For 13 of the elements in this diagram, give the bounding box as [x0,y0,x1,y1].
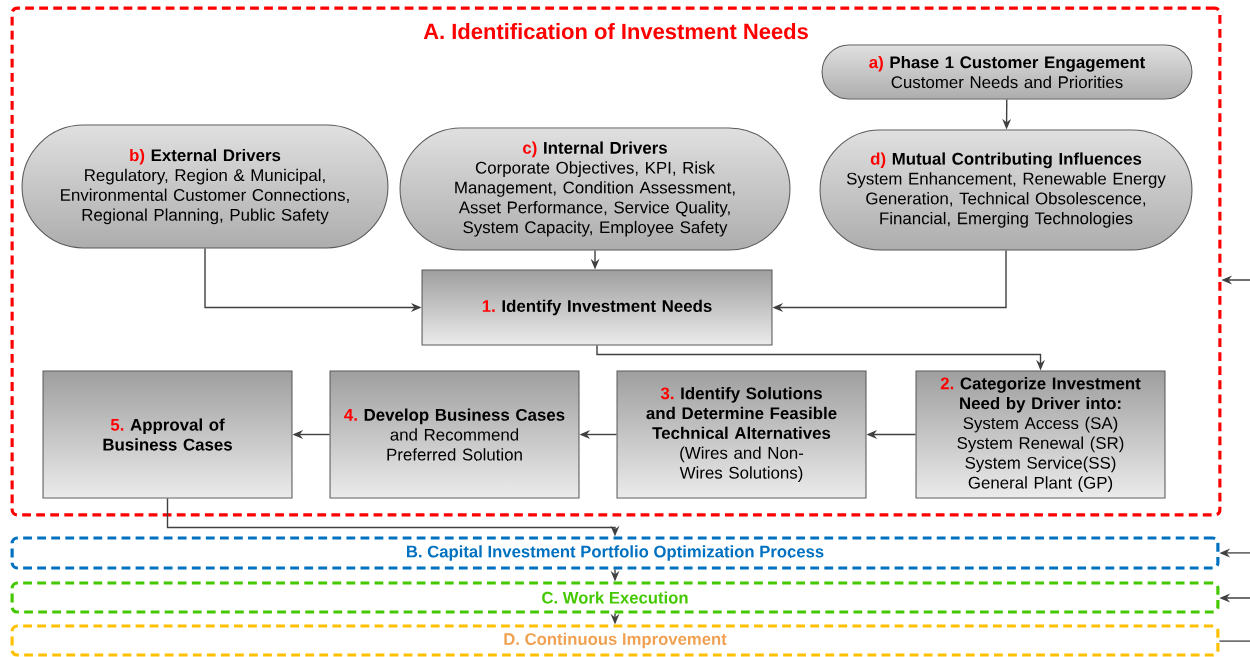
rounded-box: a) Phase 1 Customer Engagement Customer Needs and Priorities [821,44,1193,100]
rounded-box: d) Mutual Contributing Influences System Enhancement, Renewable Energy Generation, Technical Obsolescence, Financial, Emerging Technologies [819,129,1193,251]
rounded-box: b) External Drivers Regulatory, Region & Municipal, Environmental Customer Connections, Regional Planning, Public Safety [21,124,389,249]
dashed-band: D. Continuous Improvement [10,624,1220,657]
process-box: 4. Develop Business Cases and Recommend Preferred Solution [329,370,580,499]
dashed-band: B. Capital Investment Portfolio Optimization Process [10,536,1220,570]
rounded-box: c) Internal Drivers Corporate Objectives, KPI, Risk Management, Condition Assessment, Asset Performance, Service Quality, System Capacity, Employee Safety [399,127,791,251]
process-box: 1. Identify Investment Needs [421,269,773,346]
process-box: 3. Identify Solutions and Determine Feasible Technical Alternatives (Wires and Non-Wires Solutions) [616,370,867,499]
process-box: 5. Approval of Business Cases [42,370,293,499]
connector-line [1218,640,1250,642]
process-box: 2. Categorize Investment Need by Driver into: System Access (SA) System Renewal (SR) System Service(SS) General Plant (GP) [915,370,1166,499]
dashed-band: C. Work Execution [10,581,1220,614]
